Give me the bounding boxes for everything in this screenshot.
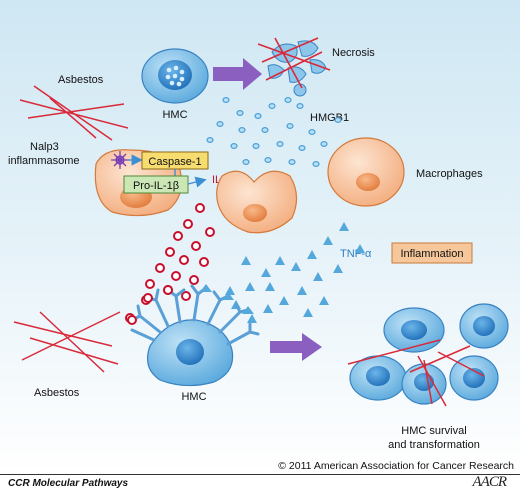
copyright-text: © 2011 American Association for Cancer R…	[278, 460, 514, 472]
hmc-cell-bottom	[147, 319, 234, 387]
arrow-to-necrosis	[213, 58, 262, 90]
transformed-hmc-cluster	[349, 303, 509, 405]
bound-ligands	[127, 284, 254, 325]
inflammasome-label: inflammasome	[8, 155, 80, 167]
asbestos-fibers-top	[19, 85, 129, 141]
journal-name: CCR Molecular Pathways	[8, 478, 129, 489]
hmc-cell-top	[141, 48, 209, 104]
inflammation-box	[391, 242, 473, 264]
asbestos-bottom-label: Asbestos	[34, 387, 80, 399]
background	[0, 0, 520, 474]
necrotic-cell	[267, 40, 327, 97]
hmgb1-label: HMGB1	[310, 112, 349, 124]
pro-il1b-box	[123, 175, 189, 194]
macrophages-label: Macrophages	[416, 168, 483, 180]
asbestos-fibers-bottom	[13, 311, 121, 373]
inflammation-label: Inflammation	[401, 248, 464, 260]
hmc-bottom-label: HMC	[181, 391, 206, 403]
arrow-to-il1b	[187, 176, 207, 188]
hmc-survival-line2: and transformation	[388, 439, 480, 451]
diagram-canvas: HMC Necrosis HMGB1 Asbestos	[0, 0, 520, 474]
receptors	[130, 284, 260, 346]
asbestos-fibers-cluster	[347, 339, 485, 407]
tnf-alpha-particles	[225, 222, 365, 323]
inflammasome-icon	[111, 151, 129, 169]
hmc-top-label: HMC	[162, 109, 187, 121]
necrosis-label: Necrosis	[332, 47, 375, 59]
hmc-survival-line1: HMC survival	[401, 425, 466, 437]
nalp3-label: Nalp3	[30, 141, 59, 153]
footer-divider	[0, 474, 520, 475]
hmgb1-particles	[206, 96, 342, 168]
asbestos-fibers-necrosis	[257, 37, 331, 89]
il1b-particles	[125, 203, 215, 323]
tnf-alpha-label: TNF-α	[340, 248, 372, 260]
arrow-to-transformation	[270, 333, 322, 361]
asbestos-top-label: Asbestos	[58, 74, 104, 86]
macrophage-round	[327, 137, 405, 207]
caspase1-label: Caspase-1	[148, 156, 201, 168]
aacr-logo: AACR	[472, 474, 507, 490]
pro-il1b-label: Pro-IL-1β	[133, 180, 179, 192]
macrophage-kidney	[216, 170, 298, 234]
